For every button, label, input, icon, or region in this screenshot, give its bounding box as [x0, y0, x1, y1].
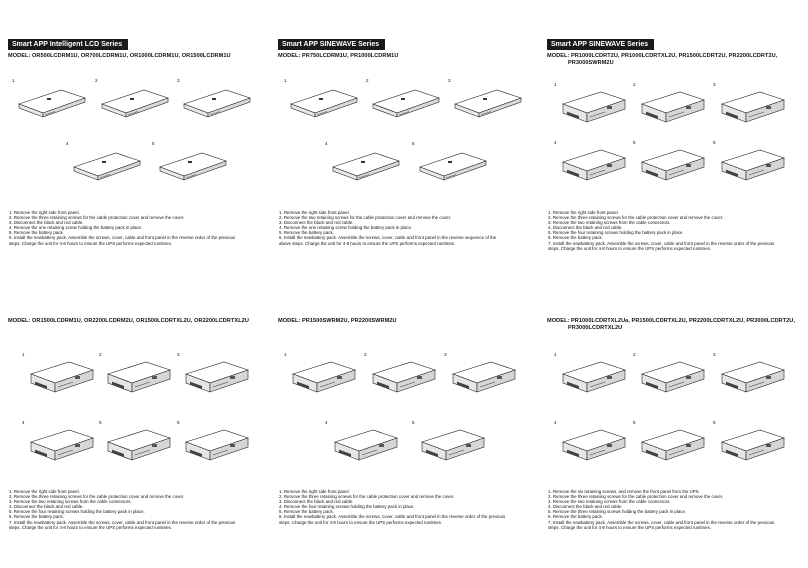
- figure-number: 5: [412, 141, 415, 146]
- instruction-list: 1. Remove the six retaining screws, and …: [548, 489, 775, 530]
- ups-2u-illustration: [25, 356, 97, 402]
- figure-number: 5: [99, 420, 102, 425]
- ups-2u-illustration: [716, 144, 788, 190]
- model-list-continued: PR3000LCDRTXL2U: [568, 325, 623, 331]
- model-list-continued: PR3000SWRM2U: [568, 60, 614, 66]
- figure-number: 5: [633, 140, 636, 145]
- section-sinewave-2u: Smart APP SINEWAVE Series MODEL: PR1000L…: [547, 33, 777, 67]
- figure-number: 4: [325, 420, 328, 425]
- figure-number: 6: [713, 420, 716, 425]
- figure-number: 2: [99, 352, 102, 357]
- ups-2u-illustration: [367, 356, 439, 402]
- figure-number: 2: [95, 78, 98, 83]
- figure-number: 1: [554, 352, 557, 357]
- ups-1u-illustration: [70, 145, 142, 191]
- figure-number: 4: [66, 141, 69, 146]
- ups-2u-illustration: [557, 424, 629, 470]
- ups-2u-illustration: [716, 424, 788, 470]
- ups-1u-illustration: [15, 82, 87, 128]
- ups-1u-illustration: [329, 145, 401, 191]
- ups-2u-illustration: [102, 424, 174, 470]
- figure-number: 3: [713, 82, 716, 87]
- ups-2u-illustration: [180, 356, 252, 402]
- ups-2u-illustration: [416, 424, 488, 470]
- figure-number: 1: [12, 78, 15, 83]
- ups-1u-illustration: [416, 145, 488, 191]
- figure-number: 4: [554, 140, 557, 145]
- ups-2u-illustration: [287, 356, 359, 402]
- figure-number: 5: [412, 420, 415, 425]
- instruction-list: 1. Remove the right side front panel. 2.…: [9, 489, 236, 530]
- ups-2u-illustration: [447, 356, 519, 402]
- ups-2u-illustration: [716, 356, 788, 402]
- ups-2u-illustration: [557, 356, 629, 402]
- ups-2u-illustration: [636, 144, 708, 190]
- model-list: MODEL: PR1000LCDRTXL2Ua, PR1500LCDRTXL2U…: [547, 318, 795, 324]
- ups-1u-illustration: [156, 145, 228, 191]
- figure-number: 3: [713, 352, 716, 357]
- figure-number: 4: [554, 420, 557, 425]
- model-list: MODEL: PR750LCDRM1U, PR1000LCDRM1U: [278, 53, 399, 59]
- ups-2u-illustration: [557, 86, 629, 132]
- section-lcd-1u: Smart APP Intelligent LCD Series MODEL: …: [8, 33, 231, 60]
- series-badge: Smart APP Intelligent LCD Series: [8, 39, 129, 50]
- figure-number: 3: [177, 352, 180, 357]
- figure-number: 3: [444, 352, 447, 357]
- instruction-list: 1. Remove the right side front panel. 2.…: [9, 210, 236, 246]
- instruction-list: 1. Remove the right side front panel. 2.…: [548, 210, 775, 251]
- figure-number: 1: [554, 82, 557, 87]
- figure-number: 3: [448, 78, 451, 83]
- ups-2u-illustration: [25, 424, 97, 470]
- figure-number: 4: [325, 141, 328, 146]
- ups-2u-illustration: [636, 356, 708, 402]
- section-rtxl-2u: MODEL: PR1000LCDRTXL2Ua, PR1500LCDRTXL2U…: [547, 316, 795, 332]
- ups-2u-illustration: [557, 144, 629, 190]
- figure-number: 1: [22, 352, 25, 357]
- ups-2u-illustration: [180, 424, 252, 470]
- instruction-list: 1. Remove the right side front panel. 2.…: [279, 210, 497, 246]
- model-list: MODEL: PR1000LCDRT2U, PR1000LCDRTXL2U, P…: [547, 53, 778, 59]
- figure-number: 6: [713, 140, 716, 145]
- section-lcd-2u: MODEL: OR1500LCDRM1U, OR2200LCDRM2U, OR1…: [8, 316, 249, 325]
- figure-number: 4: [22, 420, 25, 425]
- figure-number: 2: [633, 82, 636, 87]
- ups-1u-illustration: [98, 82, 170, 128]
- figure-number: 5: [633, 420, 636, 425]
- ups-1u-illustration: [369, 82, 441, 128]
- figure-number: 5: [152, 141, 155, 146]
- ups-2u-illustration: [716, 86, 788, 132]
- model-list: MODEL: OR500LCDRM1U, OR700LCDRM1U, OR100…: [8, 53, 231, 59]
- figure-number: 1: [284, 352, 287, 357]
- model-list: MODEL: OR1500LCDRM1U, OR2200LCDRM2U, OR1…: [8, 318, 249, 324]
- ups-1u-illustration: [180, 82, 252, 128]
- ups-2u-illustration: [102, 356, 174, 402]
- ups-1u-illustration: [287, 82, 359, 128]
- figure-number: 6: [177, 420, 180, 425]
- section-swrm-2u: MODEL: PR1500SWRM2U, PR2200SWRM2U: [278, 316, 397, 325]
- figure-number: 2: [364, 352, 367, 357]
- series-badge: Smart APP SINEWAVE Series: [278, 39, 386, 50]
- ups-2u-illustration: [636, 424, 708, 470]
- figure-number: 1: [284, 78, 287, 83]
- ups-2u-illustration: [329, 424, 401, 470]
- ups-1u-illustration: [451, 82, 523, 128]
- series-badge: Smart APP SINEWAVE Series: [547, 39, 655, 50]
- section-sinewave-1u: Smart APP SINEWAVE Series MODEL: PR750LC…: [278, 33, 398, 60]
- ups-2u-illustration: [636, 86, 708, 132]
- figure-number: 2: [633, 352, 636, 357]
- figure-number: 2: [366, 78, 369, 83]
- figure-number: 3: [177, 78, 180, 83]
- model-list: MODEL: PR1500SWRM2U, PR2200SWRM2U: [278, 318, 397, 324]
- instruction-list: 1. Remove the right side front panel. 2.…: [279, 489, 506, 525]
